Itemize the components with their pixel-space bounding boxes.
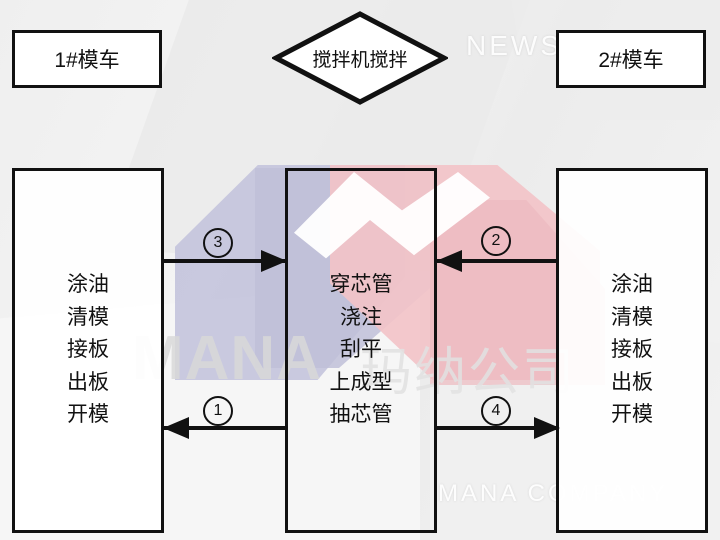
node-right-station[interactable]: 涂油 清模 接板 出板 开模 [556, 168, 708, 533]
arrow-3-left-to-center [164, 250, 287, 272]
node-center-station[interactable]: 穿芯管 浇注 刮平 上成型 抽芯管 [285, 168, 437, 533]
node-mold-cart-2[interactable]: 2#模车 [556, 30, 706, 88]
arrow-4-center-to-right [437, 417, 560, 439]
node-mold-cart-1[interactable]: 1#模车 [12, 30, 162, 88]
center-station-step: 浇注 [340, 305, 382, 329]
arrow-2-right-to-center [436, 250, 559, 272]
diamond-shape-icon [272, 11, 448, 105]
left-station-step: 清模 [67, 305, 109, 329]
right-station-step: 涂油 [611, 273, 653, 297]
arrowhead-left-icon [163, 417, 189, 439]
center-station-step: 上成型 [329, 370, 393, 394]
center-station-step: 抽芯管 [329, 403, 393, 427]
right-station-step: 清模 [611, 305, 653, 329]
center-station-step: 刮平 [340, 338, 382, 362]
arrow-label-2: 2 [481, 226, 511, 256]
left-station-step: 出板 [67, 370, 109, 394]
node-mixer[interactable]: 搅拌机搅拌 [272, 10, 448, 106]
right-station-step: 开模 [611, 403, 653, 427]
arrow-label-4: 4 [481, 396, 511, 426]
center-station-step: 穿芯管 [329, 273, 393, 297]
arrowhead-right-icon [534, 417, 560, 439]
node-mold-cart-2-label: 2#模车 [598, 49, 664, 72]
left-station-step: 开模 [67, 403, 109, 427]
arrowhead-left-icon [436, 250, 462, 272]
node-mixer-label: 搅拌机搅拌 [312, 49, 408, 71]
arrow-label-3: 3 [203, 228, 233, 258]
arrow-label-1: 1 [203, 396, 233, 426]
node-mold-cart-1-label: 1#模车 [54, 49, 120, 72]
right-station-step: 出板 [611, 370, 653, 394]
left-station-step: 接板 [67, 338, 109, 362]
left-station-step: 涂油 [67, 273, 109, 297]
arrow-1-center-to-left [163, 417, 286, 439]
right-station-step: 接板 [611, 338, 653, 362]
node-left-station[interactable]: 涂油 清模 接板 出板 开模 [12, 168, 164, 533]
arrowhead-right-icon [261, 250, 287, 272]
